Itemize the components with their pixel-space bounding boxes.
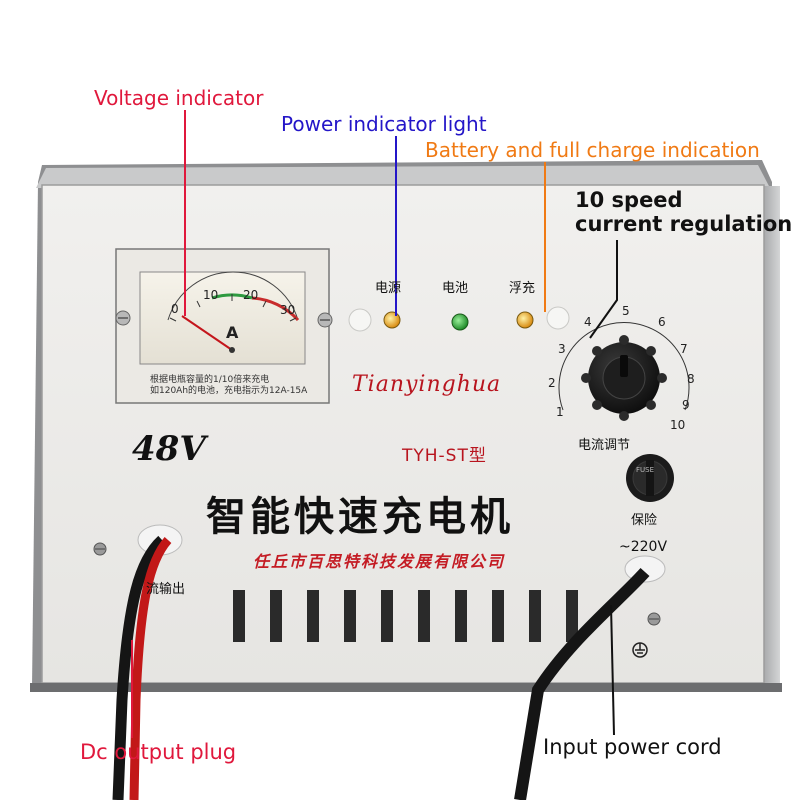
- battery-light-label: 电池: [442, 281, 469, 296]
- input-voltage-label: ~220V: [619, 539, 668, 555]
- voltage-indicator-callout: Voltage indicator: [94, 86, 264, 110]
- meter-scale-label: 10: [203, 288, 219, 302]
- callout-lines: [131, 110, 618, 738]
- current-regulation-callout-line2: current regulation: [575, 212, 793, 236]
- battery-full-charge-callout: Battery and full charge indication: [425, 138, 760, 162]
- input-power-cord-callout: Input power cord: [543, 735, 722, 759]
- float-charge-light-label: 浮充: [509, 281, 536, 296]
- knob-scale-label: 9: [682, 398, 690, 412]
- current-regulation-callout: 10 speed current regulation: [575, 188, 792, 236]
- power-indicator-light: [348, 308, 372, 332]
- product-title: 智能快速充电机: [206, 494, 514, 540]
- knob-scale-label: 5: [622, 304, 630, 318]
- fuse-holder[interactable]: [626, 454, 674, 502]
- power-led: [383, 311, 401, 329]
- fuse-marking: FUSE: [636, 466, 655, 474]
- meter-unit-label: A: [226, 323, 239, 342]
- knob-scale-label: 10: [670, 418, 686, 432]
- float-charge-led: [516, 311, 534, 329]
- ventilation-slots: [233, 590, 578, 642]
- knob-scale-label: 1: [556, 405, 564, 419]
- meter-instruction-line1: 根据电瓶容量的1/10倍来充电: [150, 375, 270, 385]
- input-power-cord: [514, 555, 666, 800]
- dc-output-label: 流输出: [146, 582, 186, 597]
- current-knob[interactable]: [558, 322, 690, 421]
- knob-scale-label: 7: [680, 342, 688, 356]
- meter-instruction: 根据电瓶容量的1/10倍来充电 如120Ah的电池，充电指示为12A-15A: [150, 375, 307, 397]
- meter-scale-label: 30: [280, 303, 296, 317]
- voltage-rating: 48V: [132, 429, 206, 469]
- power-light-label: 电源: [375, 281, 402, 296]
- dc-output-cable: [112, 524, 183, 800]
- knob-scale-label: 2: [548, 376, 556, 390]
- dc-output-callout: Dc output plug: [80, 740, 237, 764]
- knob-label: 电流调节: [578, 438, 631, 453]
- knob-scale-label: 4: [584, 315, 592, 329]
- meter-instruction-line2: 如120Ah的电池，充电指示为12A-15A: [150, 386, 308, 396]
- full-charge-indicator-light: [546, 306, 570, 330]
- brand-name: Tianyinghua: [352, 372, 502, 397]
- model-number: TYH-ST型: [402, 446, 487, 466]
- battery-led: [451, 313, 469, 331]
- power-indicator-callout: Power indicator light: [281, 112, 487, 136]
- current-regulation-callout-line1: 10 speed: [575, 188, 683, 212]
- meter-scale-label: 20: [243, 288, 259, 302]
- manufacturer-name: 任丘市百思特科技发展有限公司: [253, 552, 506, 571]
- knob-scale-label: 6: [658, 315, 666, 329]
- meter-needle: [181, 315, 233, 351]
- ammeter: [115, 248, 333, 404]
- meter-scale-label: 0: [171, 302, 179, 316]
- fuse-label: 保险: [631, 513, 658, 528]
- panel-screws: [93, 542, 661, 626]
- knob-scale-label: 3: [558, 342, 566, 356]
- knob-scale-label: 8: [687, 372, 695, 386]
- ground-symbol-icon: [632, 642, 648, 658]
